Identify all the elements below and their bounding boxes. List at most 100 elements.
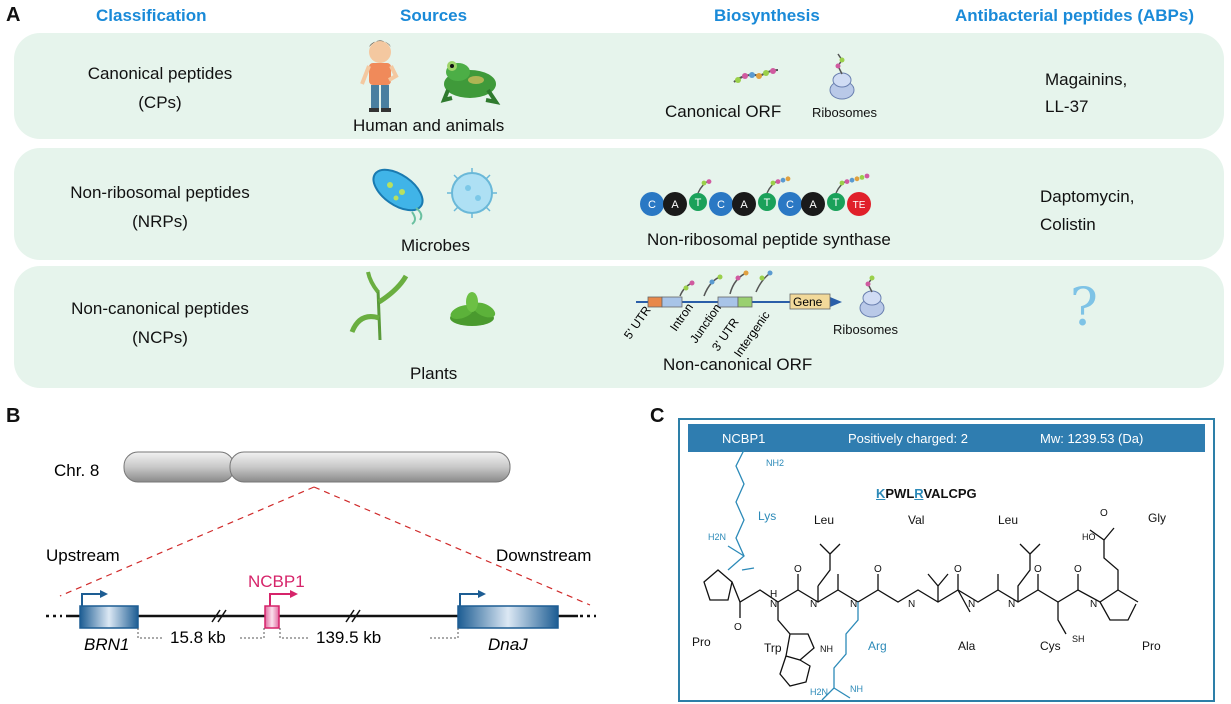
downstream-label: Downstream bbox=[496, 546, 591, 565]
residue-leu2: Leu bbox=[998, 513, 1018, 527]
nrps-module-a bbox=[801, 192, 825, 216]
row1-source: Human and animals bbox=[353, 116, 505, 135]
amino-acid-bead bbox=[780, 177, 786, 183]
row2-abp-line2: Colistin bbox=[1040, 215, 1096, 234]
row2-abp-line1: Daptomycin, bbox=[1040, 187, 1135, 206]
amino-acid-bead bbox=[770, 180, 776, 186]
orf-box-2 bbox=[717, 296, 739, 308]
amino-acid-bead bbox=[775, 179, 781, 185]
peptide-sequence: KPWLRVALCPG bbox=[876, 486, 977, 501]
peptide-charge: Positively charged: 2 bbox=[848, 431, 968, 446]
atom-o7: O bbox=[1100, 508, 1108, 519]
chromosome-arm-long bbox=[229, 451, 511, 483]
residue-cys: Cys bbox=[1040, 639, 1061, 653]
panel-b-letter: B bbox=[6, 405, 21, 427]
atom-sh: SH bbox=[1072, 634, 1085, 644]
residue-pro2: Pro bbox=[1142, 639, 1161, 653]
atom-o3: O bbox=[874, 564, 882, 575]
residue-arg: Arg bbox=[868, 639, 887, 653]
header-classification: Classification bbox=[96, 6, 207, 25]
sequence-mid: PWL bbox=[885, 486, 915, 501]
row1-abp: Magainins, LL-37 bbox=[1045, 66, 1127, 120]
amino-acid-bead bbox=[854, 176, 860, 182]
nrps-module-t bbox=[758, 193, 776, 211]
atom-o6: O bbox=[1074, 564, 1082, 575]
nrps-module-label: A bbox=[671, 199, 679, 211]
amino-acid-bead bbox=[864, 173, 870, 179]
nrps-module-label: T bbox=[833, 197, 840, 209]
atom-o1: O bbox=[734, 622, 742, 633]
brn1-label: BRN1 bbox=[84, 635, 129, 654]
amino-acid-bead bbox=[701, 180, 707, 186]
residue-val: Val bbox=[908, 513, 924, 527]
nrps-module-a bbox=[732, 192, 756, 216]
intergenic-label: Intergenic bbox=[731, 309, 773, 360]
nrps-module-label: C bbox=[786, 199, 794, 211]
orf-box-3 bbox=[737, 296, 753, 308]
dnaj-gene-box bbox=[457, 605, 559, 629]
row2-class: Non-ribosomal peptides (NRPs) bbox=[50, 178, 270, 236]
brn1-gene-box bbox=[79, 605, 139, 629]
sequence-r: R bbox=[914, 486, 924, 501]
atom-ho: HO bbox=[1082, 532, 1096, 542]
orf-box-1 bbox=[661, 296, 683, 308]
utr5-box bbox=[647, 296, 663, 308]
amino-acid-bead bbox=[844, 179, 850, 185]
sequence-end: VALCPG bbox=[923, 486, 977, 501]
distance-1-label: 15.8 kb bbox=[170, 628, 226, 647]
row2-bio-label: Non-ribosomal peptide synthase bbox=[647, 230, 891, 249]
row3-class-line2: (NCPs) bbox=[132, 328, 188, 347]
sequence-k: K bbox=[876, 486, 886, 501]
header-biosynthesis: Biosynthesis bbox=[714, 6, 820, 25]
atom-n2: N bbox=[810, 599, 817, 610]
atom-n1b: N bbox=[770, 599, 777, 610]
row2-abp: Daptomycin, Colistin bbox=[1040, 183, 1134, 239]
ncbp1-label: NCBP1 bbox=[248, 572, 305, 591]
peptide-chain-icon bbox=[733, 68, 779, 83]
peptide-structure-box: NCBP1 Positively charged: 2 Mw: 1239.53 … bbox=[678, 418, 1215, 702]
peptide-mw: Mw: 1239.53 (Da) bbox=[1040, 431, 1144, 446]
nrps-module-t bbox=[689, 193, 707, 211]
header-sources: Sources bbox=[400, 6, 468, 25]
nrps-module-label: T bbox=[764, 197, 771, 209]
residue-pro1: Pro bbox=[692, 635, 711, 649]
row3-class: Non-canonical peptides (NCPs) bbox=[50, 294, 270, 352]
amino-acid-bead bbox=[706, 179, 712, 185]
frog-icon bbox=[440, 61, 501, 105]
panel-a-letter: A bbox=[6, 4, 21, 26]
nrps-module-label: A bbox=[740, 199, 748, 211]
residue-ala: Ala bbox=[958, 639, 976, 653]
atom-h2n-lys: H2N bbox=[708, 532, 726, 542]
chromosome-arm-short bbox=[123, 451, 235, 483]
ribosome-icon bbox=[829, 53, 855, 100]
dnaj-label: DnaJ bbox=[488, 635, 528, 654]
row1-class-line1: Canonical peptides bbox=[87, 64, 233, 83]
atom-h2n-arg: H2N bbox=[810, 687, 828, 697]
atom-n3: N bbox=[850, 599, 857, 610]
bacterium-icon bbox=[372, 168, 424, 225]
atom-n4: N bbox=[908, 599, 915, 610]
row1-abp-line1: Magainins, bbox=[1045, 70, 1128, 89]
upstream-label: Upstream bbox=[46, 546, 120, 565]
nrps-module-label: T bbox=[695, 197, 702, 209]
atom-n1: H bbox=[770, 589, 777, 600]
nrps-module-c bbox=[709, 192, 733, 216]
row2-class-line1: Non-ribosomal peptides bbox=[70, 183, 250, 202]
atom-n5: N bbox=[968, 599, 975, 610]
amino-acid-bead bbox=[859, 175, 865, 180]
residue-lys: Lys bbox=[758, 509, 776, 523]
gene-label: Gene bbox=[793, 295, 823, 309]
noncanonical-orf-diagram: Gene 5' UTR Intron Junction 3' UTR Inter… bbox=[621, 270, 885, 360]
atom-n7: N bbox=[1090, 599, 1097, 610]
atom-nh2-top: NH2 bbox=[766, 458, 784, 468]
nrps-module-label: A bbox=[809, 199, 817, 211]
amino-acid-bead bbox=[849, 177, 855, 183]
atom-o4: O bbox=[954, 564, 962, 575]
residue-leu1: Leu bbox=[814, 513, 834, 527]
ncbp1-box bbox=[264, 605, 280, 629]
row-canonical bbox=[14, 33, 1224, 139]
residue-trp: Trp bbox=[764, 641, 782, 655]
nrps-module-label: C bbox=[648, 199, 656, 211]
panel-b-diagram: Chr. 8 Upstream Downstream NCBP1 BRN1 Dn… bbox=[46, 451, 596, 654]
